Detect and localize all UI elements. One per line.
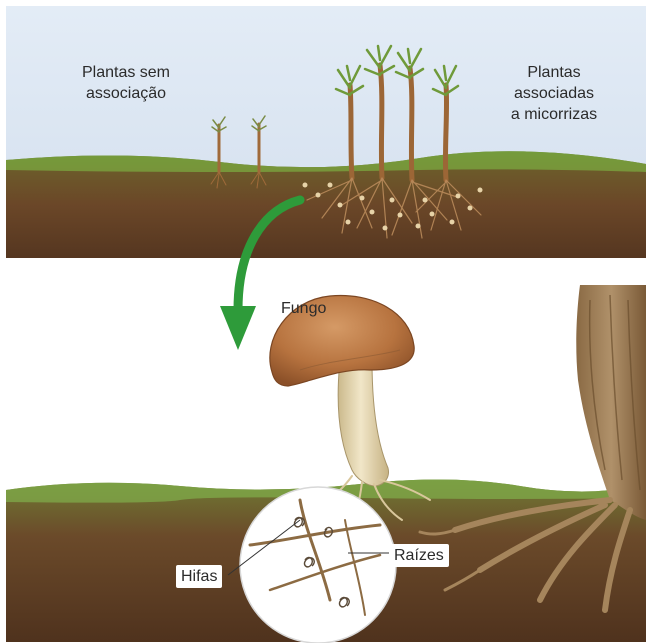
label-hyphae: Hifas — [176, 565, 222, 588]
label-line: Plantas — [495, 62, 613, 83]
label-plants-with-mycorrhizae: Plantas associadas a micorrizas — [495, 62, 613, 125]
label-line: associação — [62, 83, 190, 104]
label-line: associadas — [495, 83, 613, 104]
label-roots: Raízes — [389, 544, 449, 567]
label-plants-without-association: Plantas sem associação — [62, 62, 190, 104]
label-fungus: Fungo — [281, 298, 326, 319]
label-line: Plantas sem — [62, 62, 190, 83]
label-line: a micorrizas — [495, 104, 613, 125]
